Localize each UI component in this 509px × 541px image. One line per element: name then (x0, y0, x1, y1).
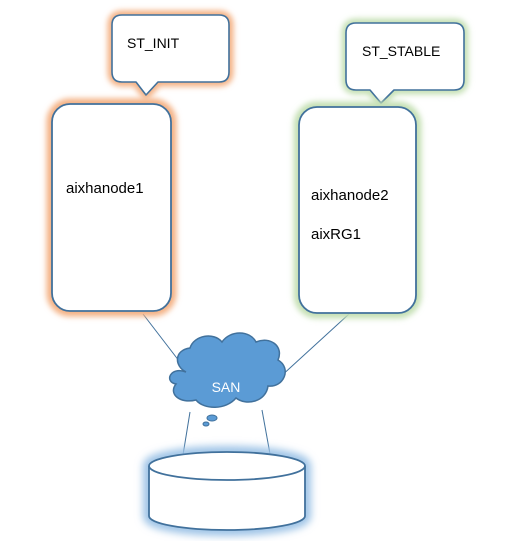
resource-group-label: aixRG1 (311, 226, 361, 243)
storage-disk (143, 446, 311, 536)
san-label: SAN (212, 379, 241, 395)
san-cloud: SAN (168, 332, 286, 427)
node-name-left: aixhanode1 (66, 180, 144, 197)
node-name-right: aixhanode2 (311, 187, 389, 204)
link-san-storage-right (261, 409, 271, 455)
state-label-init: ST_INIT (127, 35, 180, 51)
state-callout-init: ST_INIT (107, 10, 234, 100)
link-san-storage-left (182, 411, 191, 456)
node-aixhanode2: aixhanode2 aixRG1 (293, 101, 422, 319)
state-callout-stable: ST_STABLE (341, 18, 469, 108)
state-label-stable: ST_STABLE (362, 43, 440, 59)
link-node2-san (278, 313, 350, 379)
node-aixhanode1: aixhanode1 (46, 98, 177, 317)
